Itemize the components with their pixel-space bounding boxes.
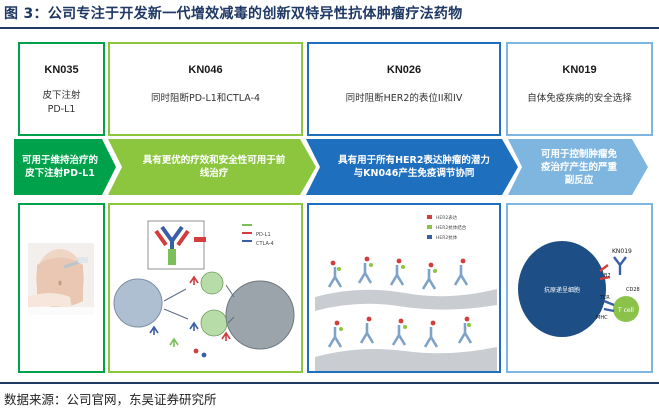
kn019-mechanism-diagram: 抗原递呈细胞 T cell KN019 B7 TCR MHC CD28 bbox=[518, 241, 640, 337]
benefit-arrow-kn046: 具有更优的疗效和安全性可用于前线治疗 bbox=[108, 139, 316, 195]
tcell-label: T cell bbox=[617, 307, 634, 314]
product-card-kn019: KN019 自体免疫疾病的安全选择 bbox=[506, 42, 653, 136]
kn019-illustration-panel: 抗原递呈细胞 T cell KN019 B7 TCR MHC CD28 bbox=[506, 203, 653, 373]
mhc-label: MHC bbox=[596, 315, 608, 321]
cd28-label: CD28 bbox=[626, 287, 640, 293]
benefit-text: 具有更优的疗效和安全性可用于前线治疗 bbox=[142, 155, 286, 179]
legend-her2-expression: HER2表达 bbox=[436, 214, 458, 221]
product-name: KN019 bbox=[562, 64, 597, 76]
benefit-arrow-kn019: 可用于控制肿瘤免疫治疗产生的严重副反应 bbox=[508, 139, 648, 195]
legend-ctla4: CTLA-4 bbox=[256, 241, 274, 247]
figure-title: 图 3：公司专注于开发新一代增效减毒的创新双特异性抗体肿瘤疗法药物 bbox=[4, 6, 463, 22]
product-name: KN035 bbox=[44, 64, 79, 76]
product-desc: 皮下注射 PD-L1 bbox=[42, 90, 81, 115]
bottom-divider bbox=[0, 382, 659, 384]
kn046-illustration-panel: CTLA-4 PD-L1 bbox=[108, 203, 303, 373]
abdomen-injection-image bbox=[28, 243, 94, 315]
kn046-mechanism-diagram: CTLA-4 PD-L1 bbox=[113, 220, 295, 358]
benefit-arrow-kn035: 可用于维持治疗的皮下注射PD-L1 bbox=[14, 139, 116, 195]
product-desc: 同时阻断HER2的表位II和IV bbox=[345, 93, 463, 104]
apc-label: 抗原递呈细胞 bbox=[544, 286, 580, 294]
kn035-illustration-panel bbox=[18, 203, 105, 373]
benefit-arrow-kn026: 具有用于所有HER2表达肿瘤的潜力与KN046产生免疫调节协同 bbox=[306, 139, 518, 195]
product-name: KN026 bbox=[386, 64, 422, 76]
source-note: 数据来源：公司官网，东吴证券研究所 bbox=[4, 392, 217, 407]
product-name: KN046 bbox=[188, 64, 223, 76]
top-divider bbox=[0, 27, 659, 29]
drug-label: KN019 bbox=[612, 248, 632, 255]
kn026-illustration-panel: HER2表达 HER2抗体结合 HER2抗体 bbox=[307, 203, 501, 373]
b7-label: B7 bbox=[604, 273, 611, 279]
product-card-kn046: KN046 同时阻断PD-L1和CTLA-4 bbox=[108, 42, 303, 136]
kn026-her2-binding-diagram: HER2表达 HER2抗体结合 HER2抗体 bbox=[315, 214, 497, 371]
tcr-label: TCR bbox=[599, 295, 610, 301]
product-card-kn026: KN026 同时阻断HER2的表位II和IV bbox=[307, 42, 501, 136]
product-card-kn035: KN035 皮下注射 PD-L1 bbox=[18, 42, 105, 136]
legend-pdl1: PD-L1 bbox=[256, 232, 271, 238]
benefit-text: 具有用于所有HER2表达肿瘤的潜力与KN046产生免疫调节协同 bbox=[338, 155, 490, 179]
product-desc: 同时阻断PD-L1和CTLA-4 bbox=[150, 93, 261, 104]
product-desc: 自体免疫疾病的安全选择 bbox=[527, 93, 632, 104]
legend-her2-antibody-binding: HER2抗体结合 bbox=[436, 224, 467, 231]
benefit-text: 可用于控制肿瘤免疫治疗产生的严重副反应 bbox=[540, 148, 617, 186]
legend-her2-antibody: HER2抗体 bbox=[436, 234, 458, 241]
benefit-text: 可用于维持治疗的皮下注射PD-L1 bbox=[21, 155, 98, 179]
